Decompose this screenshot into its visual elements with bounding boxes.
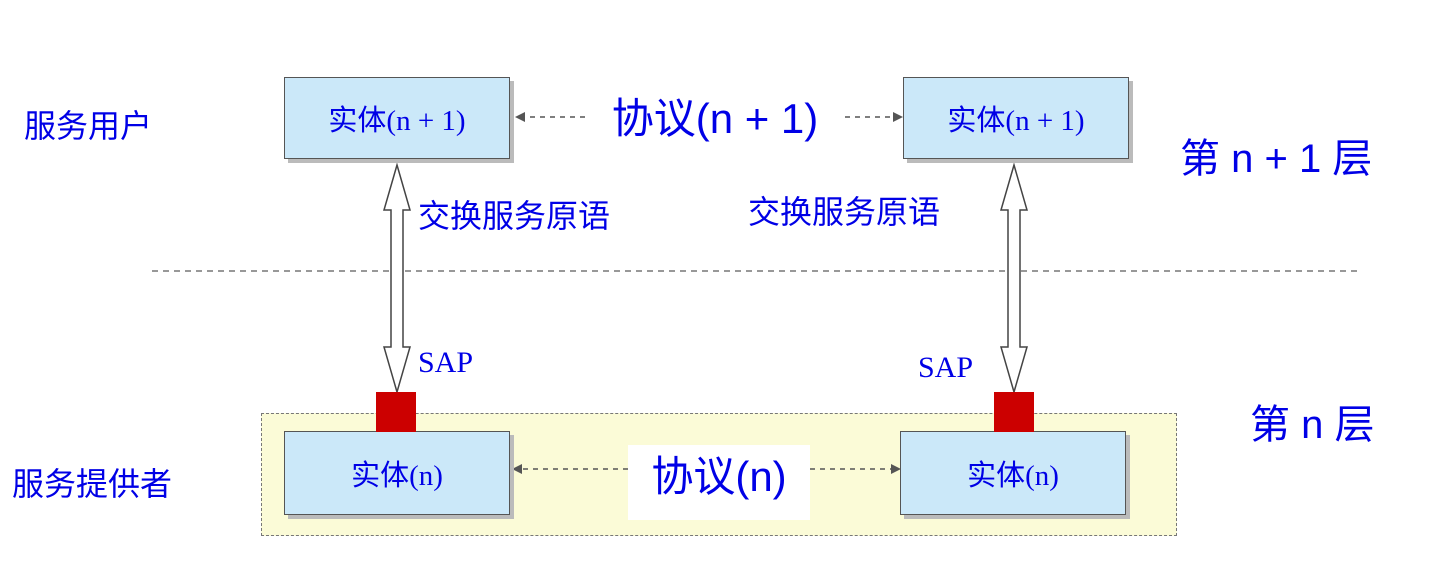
service-provider-label: 服务提供者 — [12, 465, 173, 503]
sap-right-label: SAP — [918, 351, 974, 384]
entity-n-plus-1-left-label: 实体(n + 1) — [328, 105, 466, 137]
left-primitives-label: 交换服务原语 — [418, 197, 611, 235]
entity-n-left: 实体(n) — [284, 431, 510, 515]
entity-n-right-label: 实体(n) — [967, 460, 1059, 492]
sap-right-marker — [994, 392, 1034, 432]
lower-protocol-label: 协议(n) — [628, 445, 810, 520]
entity-n-plus-1-right-label: 实体(n + 1) — [947, 105, 1085, 137]
layer-n-plus-1-label: 第 n + 1 层 — [1180, 137, 1373, 181]
upper-protocol-label: 协议(n + 1) — [592, 95, 838, 146]
right-primitives-label: 交换服务原语 — [748, 193, 941, 231]
left-primitive-double-arrow — [383, 162, 411, 395]
service-user-label: 服务用户 — [24, 107, 153, 145]
sap-left-label: SAP — [418, 346, 474, 379]
right-primitive-double-arrow — [1000, 162, 1028, 395]
sap-left-marker — [376, 392, 416, 432]
layer-n-label: 第 n 层 — [1250, 403, 1375, 447]
entity-n-left-label: 实体(n) — [351, 460, 443, 492]
entity-n-right: 实体(n) — [900, 431, 1126, 515]
entity-n-plus-1-left: 实体(n + 1) — [284, 77, 510, 159]
entity-n-plus-1-right: 实体(n + 1) — [903, 77, 1129, 159]
